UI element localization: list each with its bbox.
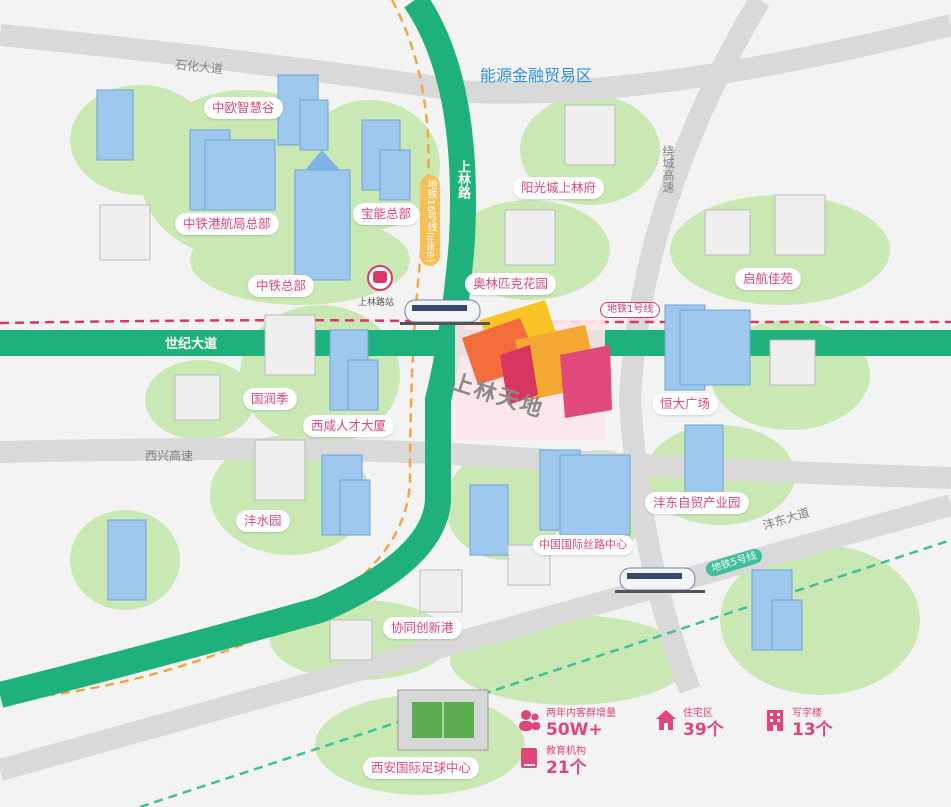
- stat-office: 写字楼 13个: [764, 708, 833, 740]
- district-label: 能源金融贸易区: [480, 66, 593, 85]
- office-icon: [767, 710, 783, 731]
- office-towers: [96, 74, 803, 651]
- place-fengdong-park: 沣东自贸产业园: [645, 492, 749, 514]
- metro-16-note: (在建中): [426, 231, 435, 262]
- stat-customers: 两年内客群增量 50W+: [518, 708, 616, 740]
- road-label-shanglin: 上林路: [455, 160, 470, 199]
- metro-train-5: [615, 567, 705, 593]
- stat-label: 住宅区: [683, 708, 713, 719]
- house-icon: [656, 710, 676, 730]
- place-hengda: 恒大广场: [652, 393, 719, 415]
- place-zhongtie: 中铁总部: [248, 275, 315, 297]
- project-logo: [462, 300, 612, 418]
- metro-station-marker: [367, 265, 393, 291]
- people-icon: [519, 710, 540, 731]
- station-label: 上林路站: [358, 298, 395, 308]
- secondary-roads: [0, 0, 951, 781]
- metro-16-name: 地铁16号线: [425, 179, 436, 232]
- stat-value: 13个: [792, 720, 833, 740]
- place-qihang: 启航佳苑: [735, 268, 802, 290]
- road-label-raocheng: 绕城高速: [661, 145, 675, 193]
- place-zhongou: 中欧智慧谷: [204, 97, 283, 119]
- place-guorun: 国润季: [243, 388, 297, 410]
- football-stadium: [397, 689, 489, 751]
- book-icon: [521, 748, 537, 768]
- place-fengshui: 沣水园: [236, 510, 290, 532]
- stat-label: 教育机构: [546, 746, 586, 757]
- place-xixian: 西咸人才大厦: [303, 415, 395, 437]
- metro-line-16: [0, 0, 430, 702]
- road-label-xixing: 西兴高速: [145, 449, 194, 463]
- stat-education: 教育机构 21个: [518, 746, 587, 778]
- stat-value: 50W+: [546, 720, 603, 740]
- place-silk-road: 中国国际丝路中心: [533, 535, 633, 555]
- stat-residential: 住宅区 39个: [655, 708, 724, 740]
- place-baoneng: 宝能总部: [353, 203, 420, 225]
- metro-label-16: 地铁16号线 (在建中): [420, 175, 440, 266]
- stat-value: 39个: [683, 720, 724, 740]
- metro-line-5: [139, 538, 951, 807]
- stat-value: 21个: [546, 758, 587, 778]
- metro-train-1: [400, 299, 490, 325]
- place-aolin: 奥林匹克花园: [465, 273, 557, 295]
- stat-label: 两年内客群增量: [546, 708, 616, 719]
- place-xietong: 协同创新港: [383, 617, 462, 639]
- stat-label: 写字楼: [792, 708, 822, 719]
- metro-line-1: [0, 318, 951, 325]
- place-football: 西安国际足球中心: [363, 757, 480, 779]
- place-zhongtiegang: 中铁港航局总部: [175, 213, 279, 235]
- residential-blocks: [99, 104, 826, 661]
- place-yangguang: 阳光城上林府: [513, 177, 605, 199]
- metro-label-1: 地铁1号线: [600, 302, 661, 318]
- road-label-shiji: 世纪大道: [165, 337, 218, 352]
